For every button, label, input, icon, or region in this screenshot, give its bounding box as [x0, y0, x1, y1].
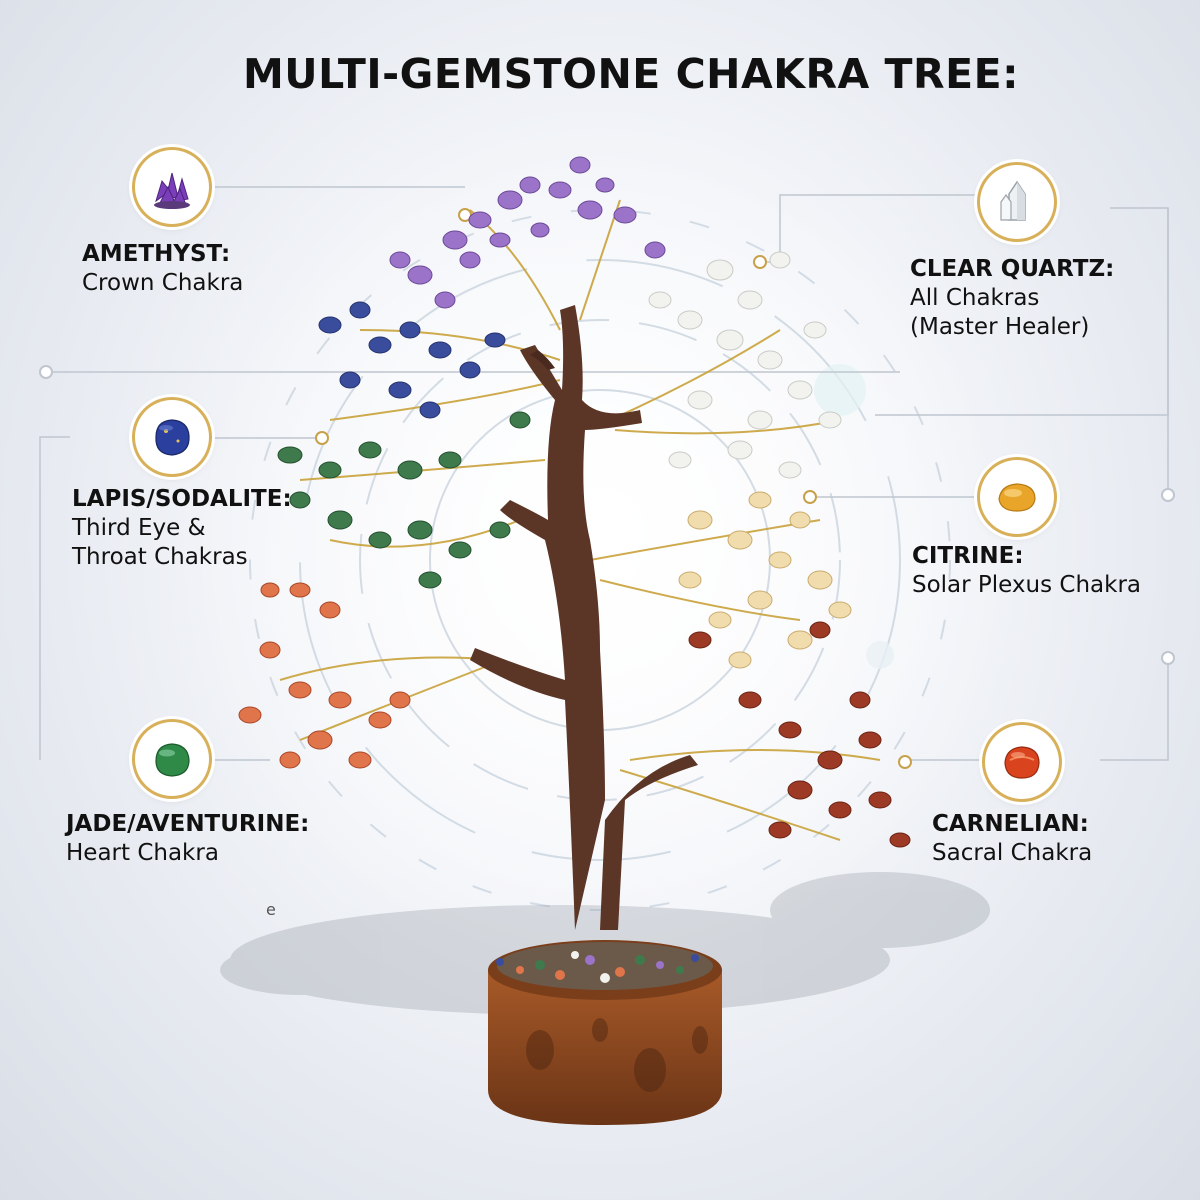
gem-name: CLEAR QUARTZ: — [910, 256, 1115, 282]
citrine-label: CITRINE: Solar Plexus Chakra — [912, 542, 1141, 600]
gem-description: Heart Chakra — [66, 840, 219, 866]
gem-name: CARNELIAN: — [932, 811, 1089, 837]
gem-description: All Chakras — [910, 285, 1040, 311]
citrine-cluster — [678, 491, 852, 669]
lapis-gem-badge — [135, 400, 209, 474]
tree-trunk — [470, 305, 698, 930]
citrine-gem-badge — [980, 460, 1054, 534]
clear-quartz-label: CLEAR QUARTZ: All Chakras (Master Healer… — [910, 255, 1114, 342]
jade-cluster — [277, 411, 531, 589]
carnelian-icon — [1004, 746, 1040, 779]
lapis-icon — [155, 419, 190, 456]
gem-description: Crown Chakra — [82, 270, 244, 296]
gem-description: Sacral Chakra — [932, 840, 1093, 866]
gem-name: LAPIS/SODALITE: — [72, 486, 292, 512]
clear-quartz-gem-badge — [980, 165, 1054, 239]
gem-description: Solar Plexus Chakra — [912, 572, 1142, 598]
gem-name: JADE/AVENTURINE: — [66, 811, 310, 837]
jade-gem-badge — [135, 722, 209, 796]
carnelian-gem-badge — [985, 725, 1059, 799]
jade-icon — [155, 743, 190, 777]
stray-text-mark: e — [266, 900, 276, 919]
quartz-cluster — [648, 251, 842, 479]
jade-label: JADE/AVENTURINE: Heart Chakra — [66, 810, 309, 868]
carnelian-label: CARNELIAN: Sacral Chakra — [932, 810, 1092, 868]
gem-description: Throat Chakras — [72, 544, 248, 570]
frame-dots — [39, 365, 1175, 665]
gem-description: (Master Healer) — [910, 314, 1090, 340]
tree-branches — [279, 199, 881, 841]
red-jasper-cluster — [688, 621, 911, 848]
lapis-label: LAPIS/SODALITE: Third Eye & Throat Chakr… — [72, 485, 292, 572]
amethyst-gem-badge — [135, 150, 209, 224]
page-title: MULTI-GEMSTONE CHAKRA TREE: — [243, 50, 1020, 98]
tree-base — [488, 940, 722, 1125]
carnelian-cluster — [238, 582, 411, 769]
amethyst-icon — [154, 172, 190, 209]
citrine-icon — [998, 483, 1036, 512]
gem-name: CITRINE: — [912, 543, 1024, 569]
lapis-cluster — [318, 301, 506, 419]
gem-name: AMETHYST: — [82, 241, 231, 267]
gem-description: Third Eye & — [72, 515, 206, 541]
amethyst-cluster — [389, 156, 666, 309]
quartz-icon — [1000, 180, 1026, 221]
amethyst-label: AMETHYST: Crown Chakra — [82, 240, 243, 298]
